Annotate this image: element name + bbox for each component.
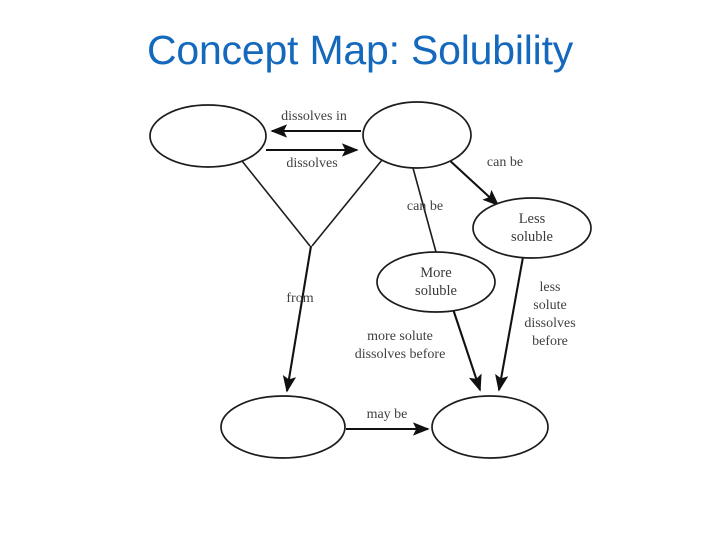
- node-top-left[interactable]: [149, 104, 267, 168]
- node-less-soluble-label-line1: Less: [519, 211, 546, 227]
- edge-more-solute-line: [452, 308, 482, 392]
- edge-less-solute-label-line3: dissolves: [524, 316, 575, 331]
- edge-topright-to-junction: [311, 159, 383, 247]
- edge-topleft-to-junction: [241, 160, 311, 247]
- edge-dissolves-in-label: dissolves in: [281, 109, 347, 124]
- node-less-soluble-label-line2: soluble: [511, 229, 553, 245]
- edge-from-line: [282, 245, 313, 393]
- edge-less-solute-line: [495, 256, 525, 392]
- edge-from-label: from: [286, 291, 313, 306]
- edge-may-be-label: may be: [367, 407, 408, 422]
- node-more-soluble-label-line1: More: [420, 265, 451, 281]
- edge-less-solute-label-line1: less: [540, 280, 561, 295]
- node-top-right[interactable]: [362, 101, 472, 169]
- edge-more-solute-label-line2: dissolves before: [355, 347, 446, 362]
- edge-can-be-more-line: [412, 167, 437, 253]
- edge-less-solute-label-line4: before: [532, 334, 568, 349]
- node-bottom-left[interactable]: [220, 395, 346, 459]
- edge-more-solute-label-line1: more solute: [367, 329, 433, 344]
- edge-can-be-less-label: can be: [487, 155, 523, 170]
- node-bottom-right[interactable]: [431, 395, 549, 459]
- node-more-soluble-label-line2: soluble: [415, 283, 457, 299]
- edge-less-solute-label-line2: solute: [533, 298, 566, 313]
- edge-can-be-more-label: can be: [407, 199, 443, 214]
- node-less-soluble[interactable]: [472, 197, 592, 259]
- page-title: Concept Map: Solubility: [146, 27, 574, 73]
- edge-can-be-less-line: [446, 157, 500, 207]
- node-more-soluble[interactable]: [376, 251, 496, 313]
- concept-map-diagram: Less soluble More soluble dissolves in d…: [120, 88, 620, 488]
- edge-dissolves-label: dissolves: [286, 156, 337, 171]
